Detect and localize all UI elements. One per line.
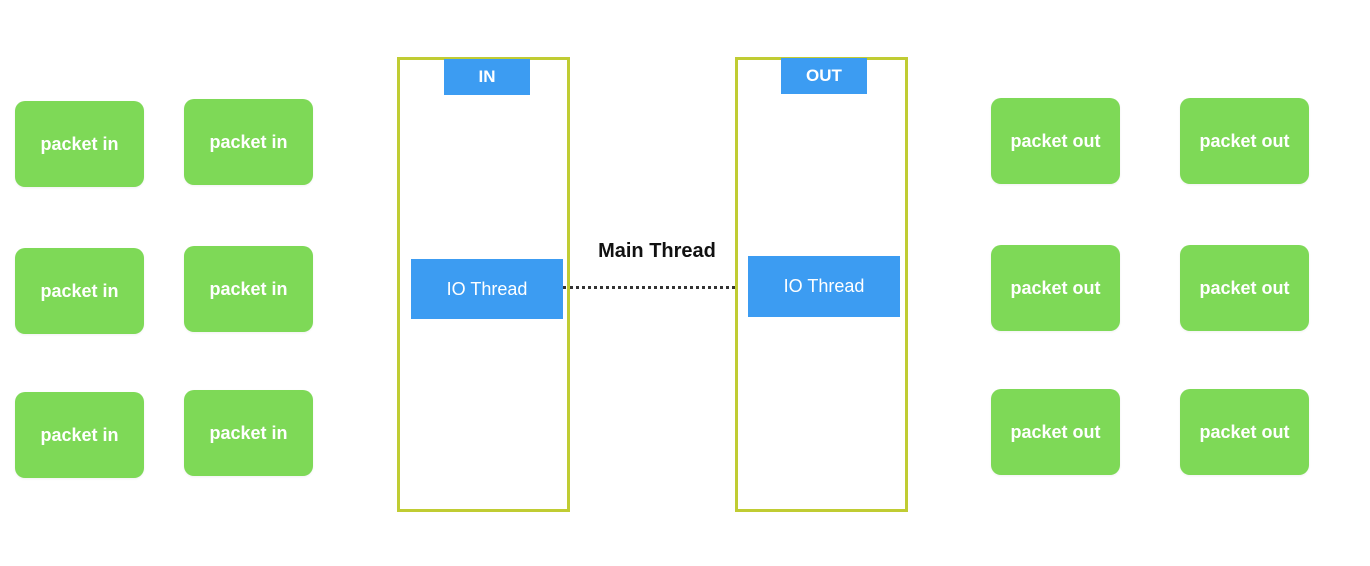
packet-out-box: packet out [1180,98,1309,184]
packet-in-box: packet in [15,392,144,478]
packet-in-box: packet in [184,246,313,332]
packet-out-box: packet out [1180,389,1309,475]
packet-out-box: packet out [991,245,1120,331]
packet-in-box: packet in [15,101,144,187]
packet-in-label: packet in [40,280,119,301]
packet-out-label: packet out [1010,130,1101,151]
packet-out-box: packet out [991,98,1120,184]
in-io-thread-box: IO Thread [411,259,563,319]
packet-in-box: packet in [184,390,313,476]
packet-out-label: packet out [1010,277,1101,298]
main-thread-connector [563,286,748,289]
packet-out-box: packet out [1180,245,1309,331]
in-column-label: IN [444,59,530,95]
packet-in-label: packet in [40,424,119,445]
packet-out-label: packet out [1199,130,1290,151]
out-io-thread-label: IO Thread [783,276,865,296]
in-io-thread-label: IO Thread [446,278,528,299]
out-column-label: OUT [781,58,867,94]
out-label-text: OUT [806,66,842,85]
packet-out-box: packet out [991,389,1120,475]
main-thread-label: Main Thread [598,240,716,262]
packet-in-box: packet in [184,99,313,185]
packet-out-label: packet out [1199,421,1290,442]
out-io-thread-box: IO Thread [748,256,900,317]
packet-in-label: packet in [40,133,119,154]
packet-out-label: packet out [1199,277,1290,298]
packet-in-label: packet in [209,422,288,443]
packet-in-box: packet in [15,248,144,334]
packet-in-label: packet in [209,131,288,152]
in-label-text: IN [478,67,496,86]
packet-out-label: packet out [1010,421,1101,442]
packet-in-label: packet in [209,278,288,299]
